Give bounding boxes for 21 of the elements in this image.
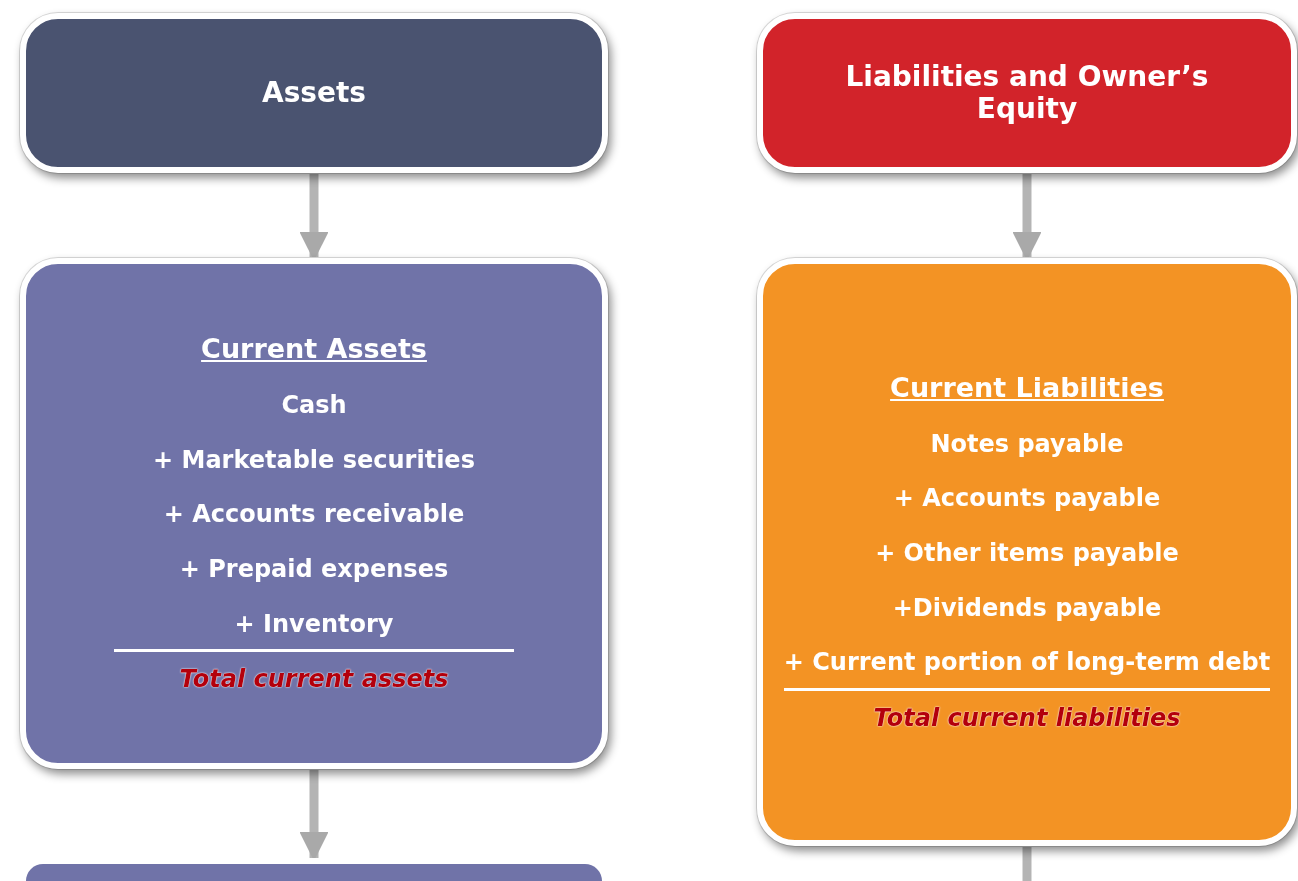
box-title: Assets	[261, 76, 366, 110]
category-panel	[757, 258, 1297, 846]
line-item: + Inventory	[234, 610, 394, 639]
line-item: + Marketable securities	[153, 446, 475, 475]
line-item: +Dividends payable	[892, 594, 1162, 623]
section-heading: Current Liabilities	[890, 371, 1164, 403]
category-panel	[20, 258, 608, 769]
line-item: + Prepaid expenses	[179, 556, 449, 584]
line-item: Notes payable	[930, 430, 1124, 459]
line-item: + Accounts receivable	[163, 501, 465, 529]
line-item: + Other items payable	[875, 539, 1179, 568]
section-heading: Current Assets	[201, 333, 427, 365]
line-item: Cash	[281, 392, 347, 420]
line-item: + Current portion of long-term debt	[783, 649, 1271, 677]
total-label: Total current liabilities	[873, 704, 1181, 733]
header-box	[20, 13, 608, 173]
arrow	[299, 769, 329, 861]
header-box	[757, 13, 1297, 173]
total-label: Total current assets	[179, 666, 449, 694]
box-title: Liabilities and Owner’s Equity	[844, 60, 1210, 126]
line-item: + Accounts payable	[893, 485, 1161, 513]
